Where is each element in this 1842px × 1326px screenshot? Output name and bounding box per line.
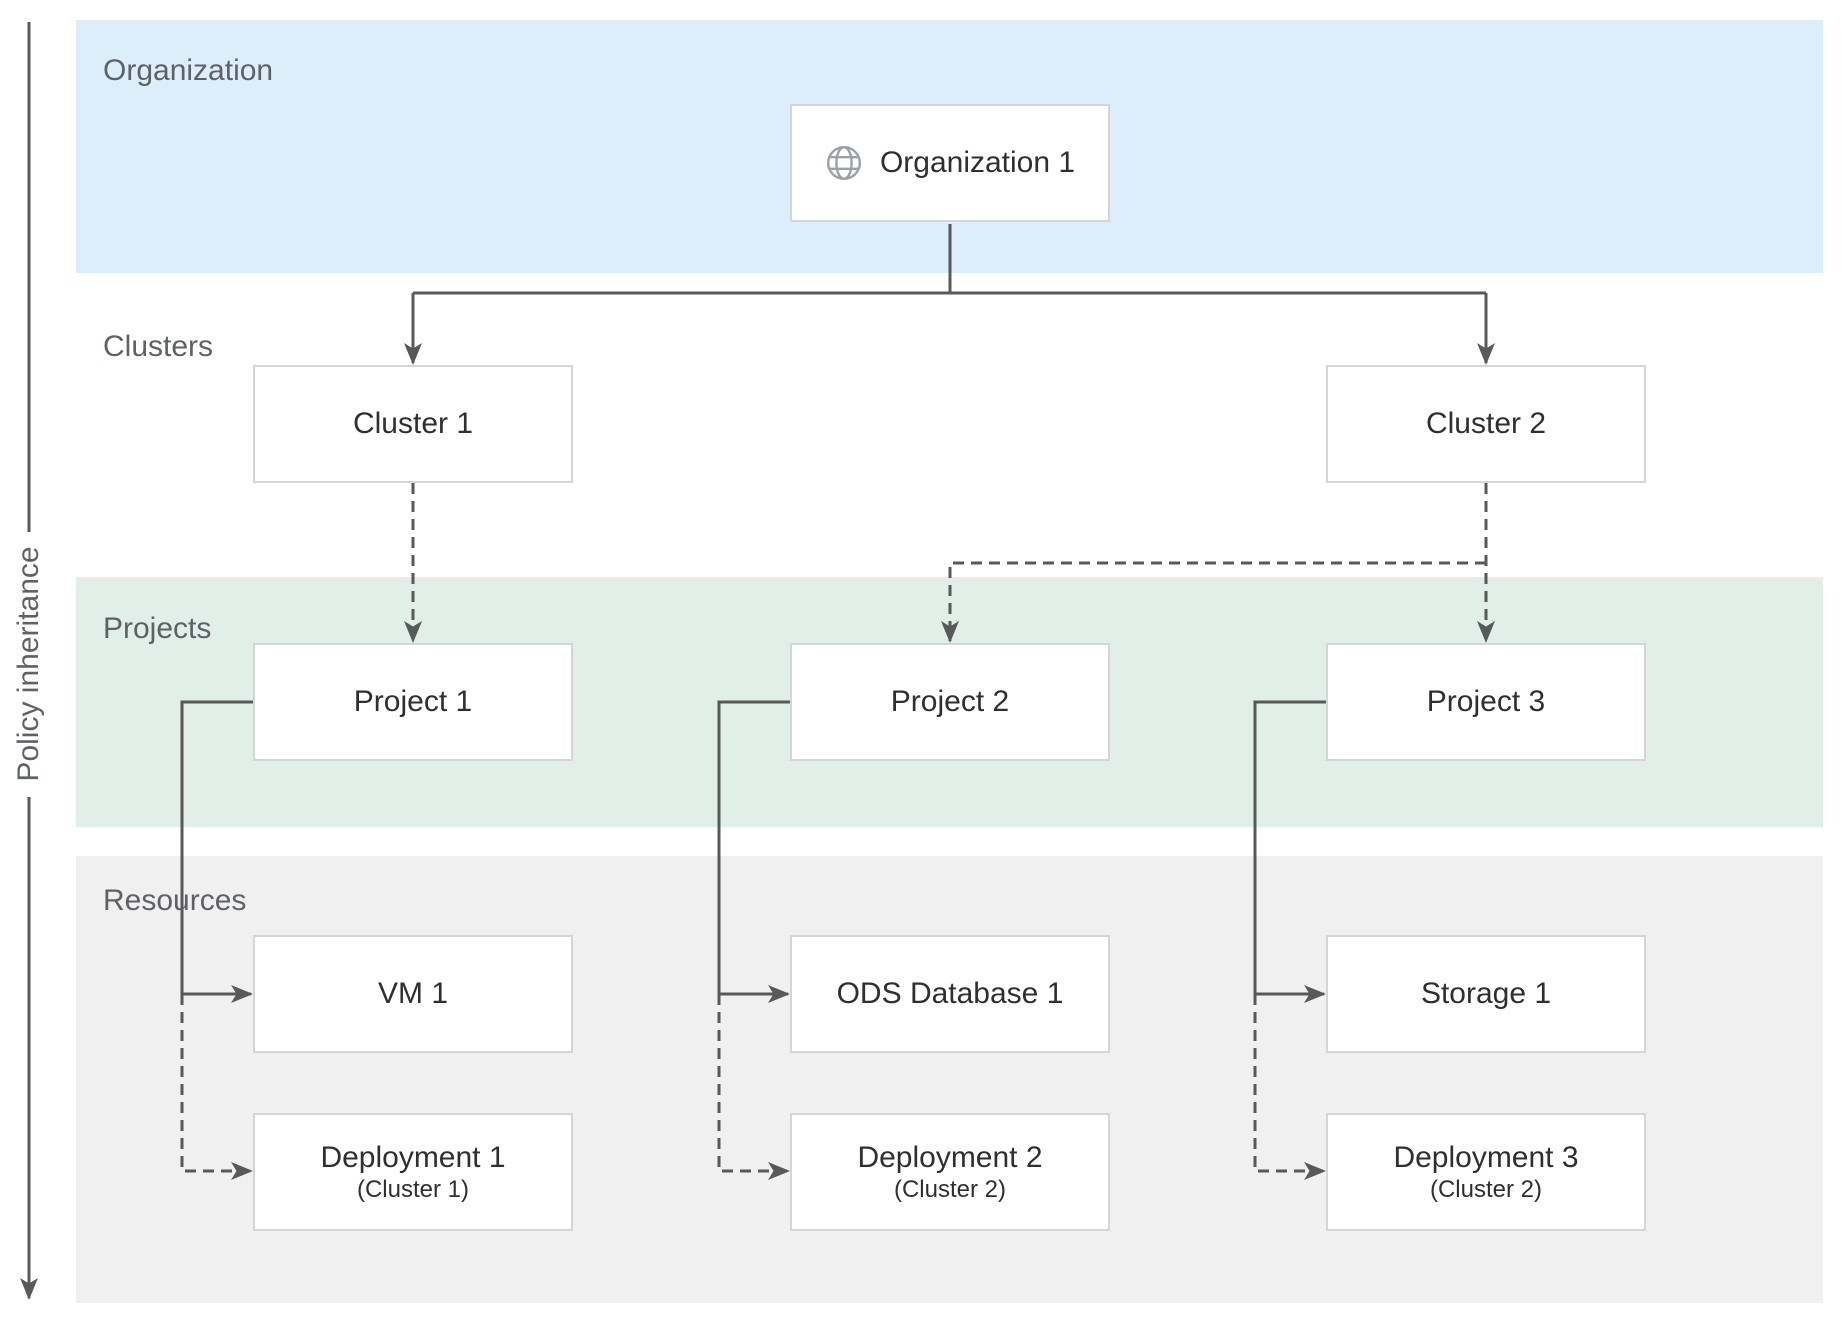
storage1-node: Storage 1 <box>1326 935 1646 1053</box>
project2-label: Project 2 <box>890 685 1010 718</box>
cluster1-label: Cluster 1 <box>352 407 474 440</box>
project3-node: Project 3 <box>1326 643 1646 761</box>
deployment3-sublabel: (Cluster 2) <box>1429 1176 1542 1203</box>
projects-layer-label: Projects <box>103 612 212 645</box>
organization1-node: Organization 1 <box>790 104 1110 222</box>
resources-band <box>76 856 1823 1303</box>
globe-icon <box>826 145 861 181</box>
deployment1-label: Deployment 1 <box>320 1141 506 1174</box>
clusters-layer-label: Clusters <box>103 330 214 363</box>
organization1-label: Organization 1 <box>879 146 1076 179</box>
policy-inheritance-label: Policy inheritance <box>12 546 45 782</box>
vm1-label: VM 1 <box>377 977 449 1010</box>
ods-database1-node: ODS Database 1 <box>790 935 1110 1053</box>
deployment3-label: Deployment 3 <box>1393 1141 1579 1174</box>
cluster1-node: Cluster 1 <box>253 365 573 483</box>
ods-database1-label: ODS Database 1 <box>836 977 1064 1010</box>
project1-label: Project 1 <box>353 685 473 718</box>
project3-label: Project 3 <box>1426 685 1546 718</box>
cluster2-node: Cluster 2 <box>1326 365 1646 483</box>
vm1-node: VM 1 <box>253 935 573 1053</box>
deployment2-sublabel: (Cluster 2) <box>893 1176 1006 1203</box>
deployment1-node: Deployment 1 (Cluster 1) <box>253 1113 573 1231</box>
deployment1-sublabel: (Cluster 1) <box>356 1176 469 1203</box>
deployment2-node: Deployment 2 (Cluster 2) <box>790 1113 1110 1231</box>
organization-layer-label: Organization <box>103 54 274 87</box>
storage1-label: Storage 1 <box>1420 977 1552 1010</box>
project1-node: Project 1 <box>253 643 573 761</box>
deployment2-label: Deployment 2 <box>857 1141 1043 1174</box>
cluster2-label: Cluster 2 <box>1425 407 1547 440</box>
deployment3-node: Deployment 3 (Cluster 2) <box>1326 1113 1646 1231</box>
project2-node: Project 2 <box>790 643 1110 761</box>
resources-layer-label: Resources <box>103 884 247 917</box>
